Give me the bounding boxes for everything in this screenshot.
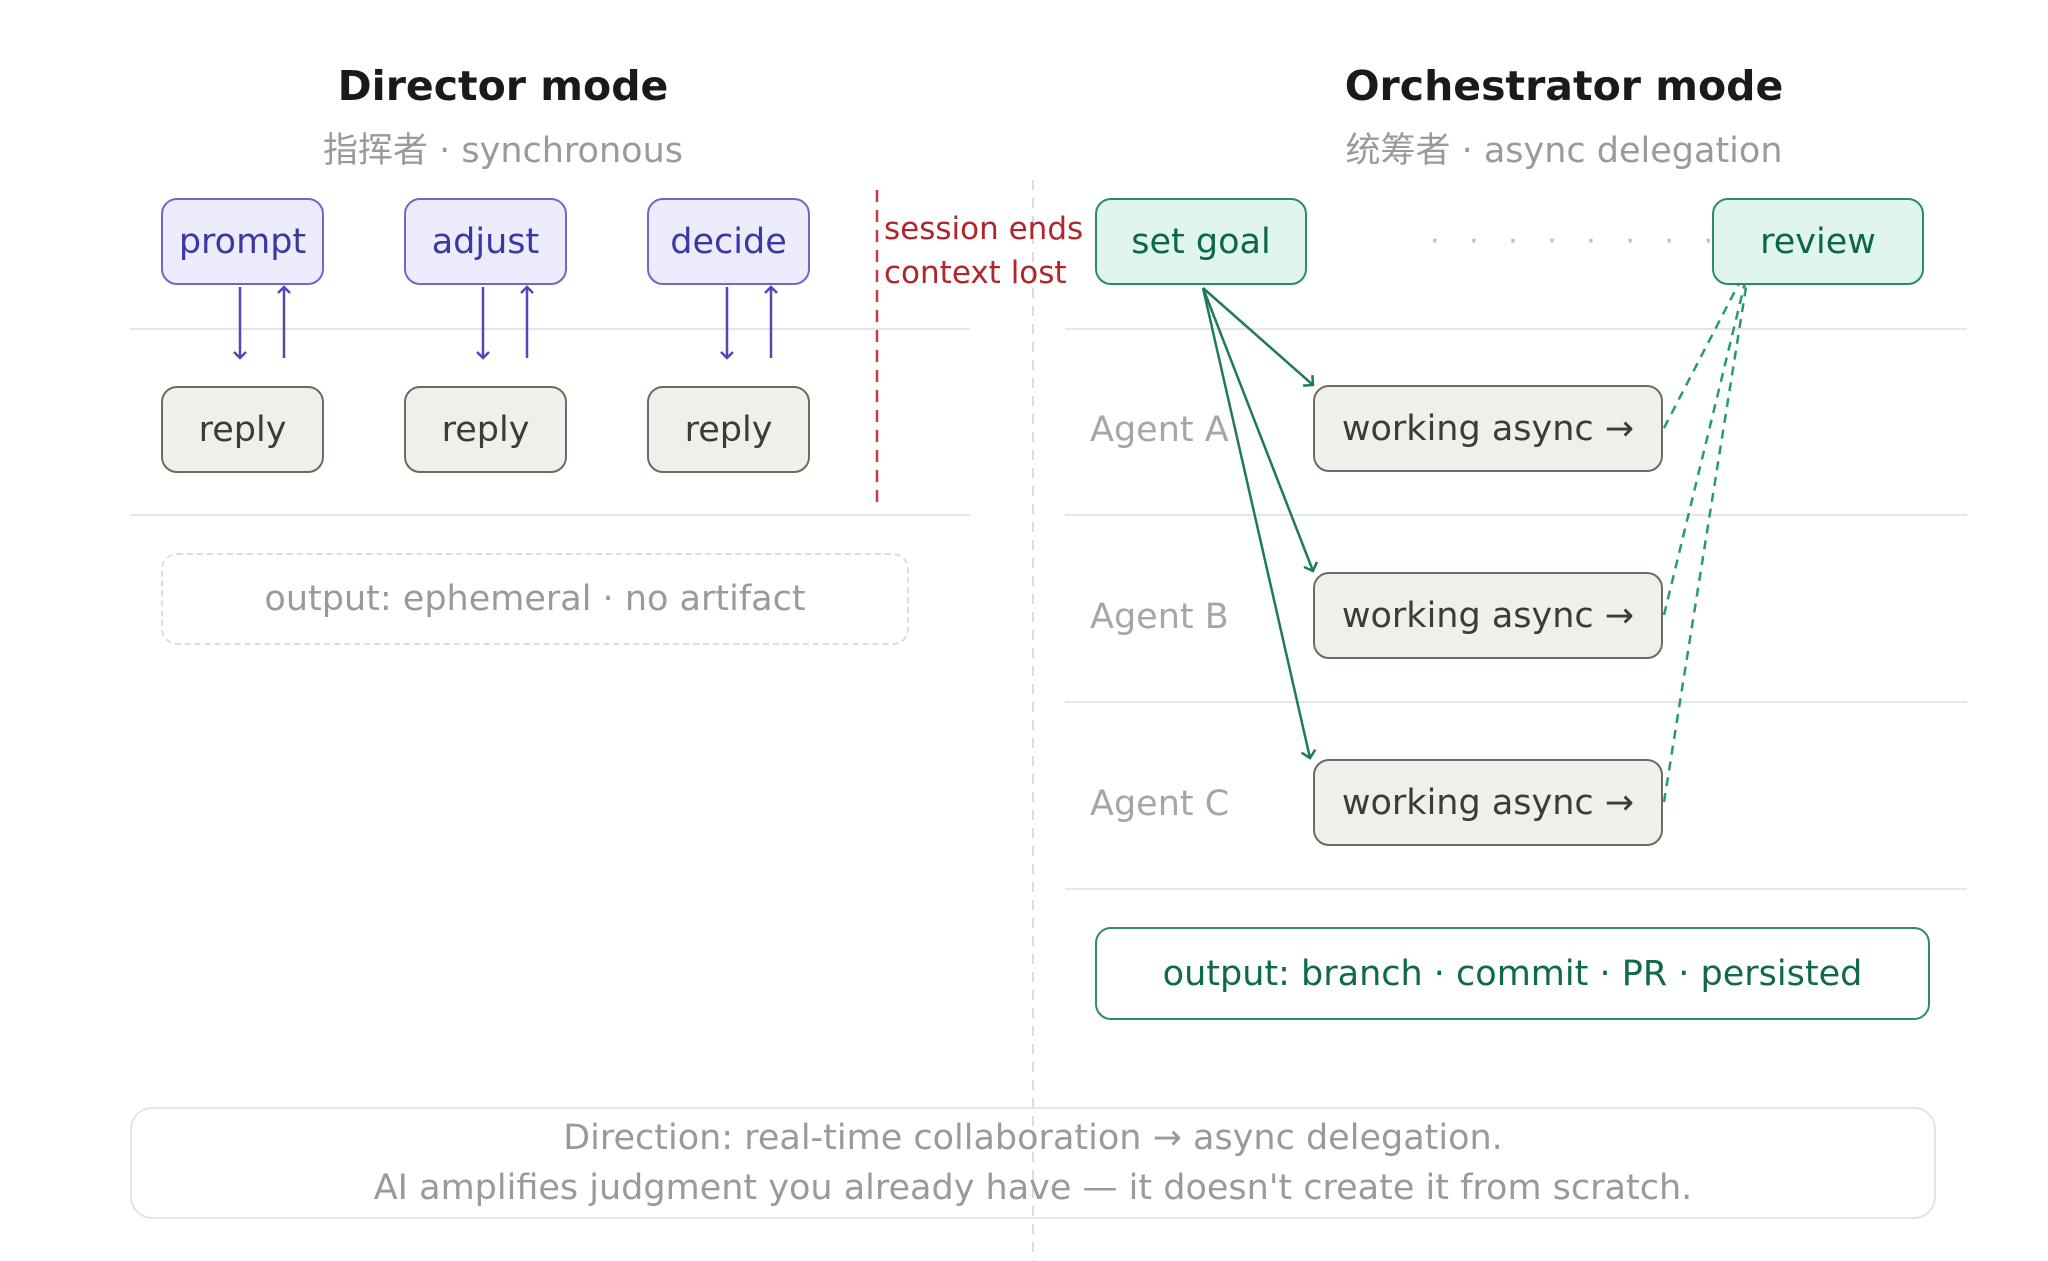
director-title: Director mode [337, 62, 669, 110]
goal-to-agent-a [1202, 287, 1315, 387]
review-box: review [1712, 198, 1924, 285]
agent-c-to-review [1662, 261, 1752, 803]
orchestrator-title: Orchestrator mode [1344, 62, 1784, 110]
agent-a-label: Agent A [1090, 410, 1229, 450]
agent-a-status: working async → [1313, 385, 1663, 472]
reply-box-1: reply [161, 386, 324, 473]
session-ends-label: session ends [884, 211, 1084, 247]
director-output: output: ephemeral · no artifact [161, 553, 909, 645]
context-lost-label: context lost [884, 255, 1067, 291]
agent-b-to-review [1662, 261, 1752, 616]
reply-box-3: reply [647, 386, 810, 473]
director-subtitle: 指挥者 · synchronous [323, 131, 683, 171]
footer-line-1: Direction: real-time collaboration → asy… [563, 1118, 1503, 1158]
agent-c-label: Agent C [1090, 784, 1230, 824]
orchestrator-subtitle: 统筹者 · async delegation [1345, 131, 1783, 171]
goal-to-agent-c [1201, 287, 1317, 760]
adjust-box: adjust [404, 198, 567, 285]
goal-to-agent-b [1201, 287, 1319, 573]
agent-a-to-review [1662, 261, 1752, 429]
agent-c-status: working async → [1313, 759, 1663, 846]
footer-line-2: AI amplifies judgment you already have —… [373, 1168, 1693, 1208]
waiting-dots: · · · · · · · · [1430, 224, 1724, 259]
prompt-box: prompt [161, 198, 324, 285]
session-ends-note: session ends context lost [884, 207, 1083, 295]
agent-b-label: Agent B [1090, 597, 1229, 637]
orchestrator-output: output: branch · commit · PR · persisted [1095, 927, 1930, 1020]
footer-note: Direction: real-time collaboration → asy… [130, 1107, 1936, 1219]
reply-box-2: reply [404, 386, 567, 473]
set-goal-box: set goal [1095, 198, 1307, 285]
agent-b-status: working async → [1313, 572, 1663, 659]
decide-box: decide [647, 198, 810, 285]
